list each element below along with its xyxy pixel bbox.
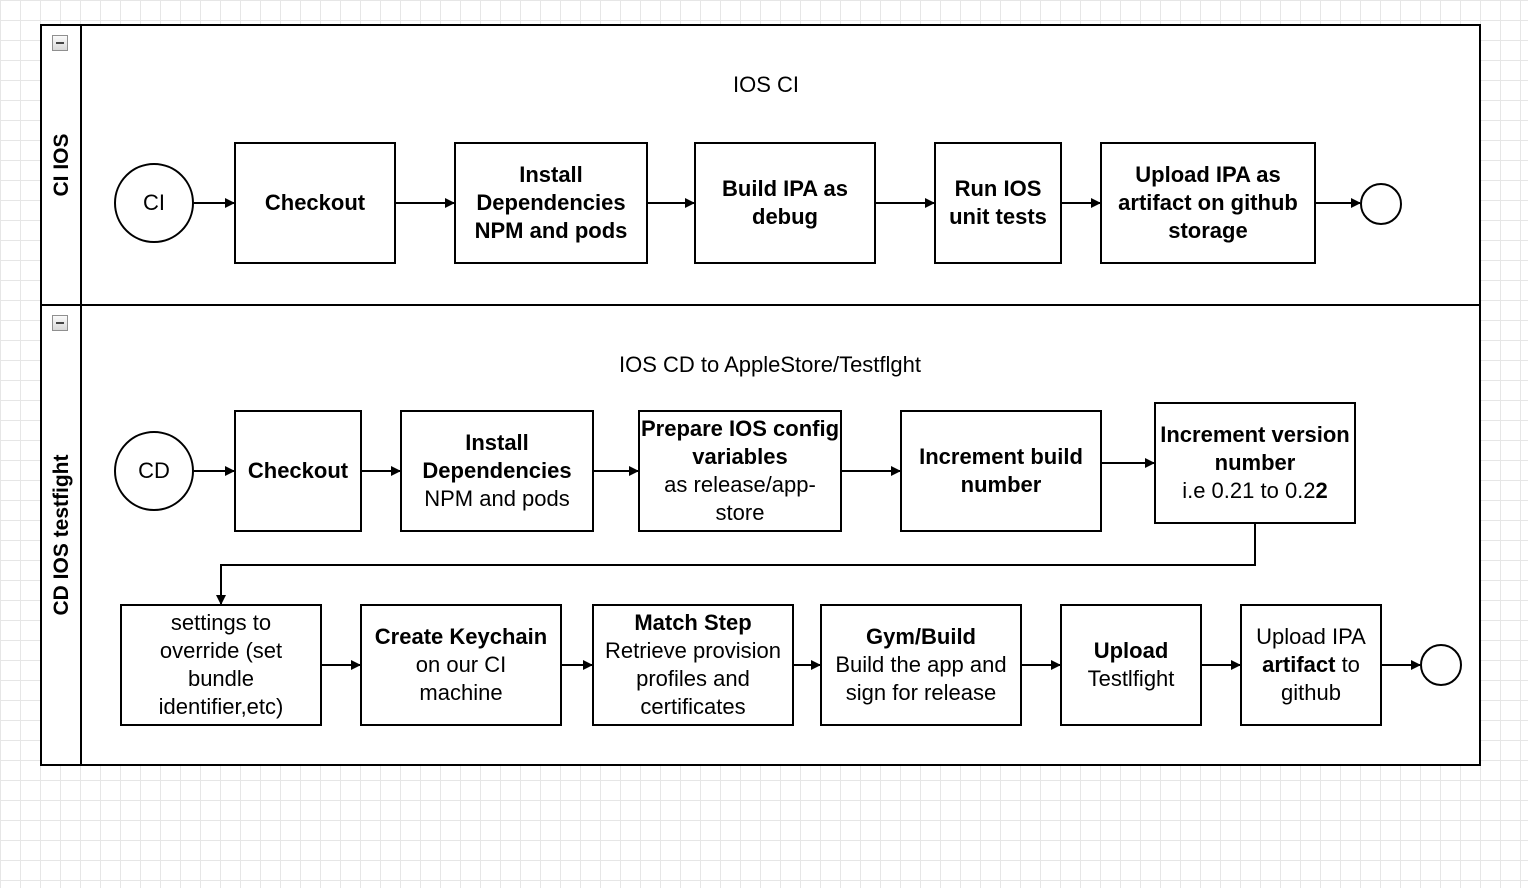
artifact-to: to — [1341, 652, 1360, 677]
cd-increment-build-number-step[interactable]: Increment build number — [900, 410, 1102, 532]
collapse-icon[interactable] — [52, 315, 68, 331]
artifact-line-2: artifact to — [1262, 651, 1360, 679]
ci-install-dependencies-step[interactable]: Install Dependencies NPM and pods — [454, 142, 648, 264]
step-title: Match Step — [634, 610, 752, 635]
version-body-emphasis: 2 — [1315, 478, 1328, 503]
step-label: Increment build number — [919, 444, 1083, 497]
version-body-prefix: i.e 0.21 to 0.2 — [1182, 478, 1316, 503]
artifact-emphasis: artifact — [1262, 652, 1336, 677]
cd-prepare-config-step[interactable]: Prepare IOS config variables as release/… — [638, 410, 842, 532]
step-title: Prepare IOS config variables — [640, 416, 840, 469]
step-body: i.e 0.21 to 0.22 — [1182, 477, 1328, 505]
cd-increment-version-step[interactable]: Increment version number i.e 0.21 to 0.2… — [1154, 402, 1356, 524]
cd-start-event[interactable]: CD — [114, 431, 194, 511]
ci-run-unit-tests-step[interactable]: Run IOS unit tests — [934, 142, 1062, 264]
step-label: settings to override (set bundle identif… — [158, 610, 284, 719]
step-title: Create Keychain — [374, 624, 548, 649]
ci-start-label: CI — [143, 190, 165, 215]
ci-caption: IOS CI — [732, 72, 799, 97]
cd-install-dependencies-step[interactable]: Install Dependencies NPM and pods — [400, 410, 594, 532]
step-label: Run IOS unit tests — [949, 176, 1047, 229]
step-title: Increment version number — [1160, 422, 1350, 475]
artifact-line-1: Upload IPA — [1256, 624, 1366, 649]
step-title: Install Dependencies — [422, 430, 572, 483]
cd-settings-override-step[interactable]: settings to override (set bundle identif… — [120, 604, 322, 726]
step-body: on our CI machine — [415, 652, 507, 705]
cd-ios-lane-header: CD IOS testfight — [42, 306, 82, 764]
step-label: Install Dependencies NPM and pods — [474, 162, 628, 243]
artifact-line-3: github — [1281, 680, 1341, 705]
cd-create-keychain-step[interactable]: Create Keychain on our CI machine — [360, 604, 562, 726]
cd-end-event[interactable] — [1420, 644, 1462, 686]
cd-upload-testflight-step[interactable]: Upload Testlfight — [1060, 604, 1202, 726]
step-label: Checkout — [264, 190, 366, 215]
ci-build-ipa-step[interactable]: Build IPA as debug — [694, 142, 876, 264]
step-label: Build IPA as debug — [722, 176, 848, 229]
ci-start-event[interactable]: CI — [114, 163, 194, 243]
lane-title: CD IOS testfight — [50, 454, 73, 616]
cd-caption: IOS CD to AppleStore/Testflght — [618, 352, 922, 377]
step-label: Upload IPA as artifact on github storage — [1118, 162, 1298, 243]
step-title: Gym/Build — [865, 624, 976, 649]
cd-upload-artifact-step[interactable]: Upload IPA artifact to github — [1240, 604, 1382, 726]
step-body: Retrieve provision profiles and certific… — [604, 638, 782, 719]
step-body: as release/app-store — [664, 472, 816, 525]
ci-ios-lane-header: CI IOS — [42, 26, 82, 304]
lane-title: CI IOS — [50, 133, 73, 197]
step-body: Testlfight — [1087, 666, 1175, 691]
step-label: Checkout — [247, 458, 349, 483]
step-body: Build the app and sign for release — [835, 652, 1007, 705]
ci-upload-ipa-step[interactable]: Upload IPA as artifact on github storage — [1100, 142, 1316, 264]
cd-checkout-step[interactable]: Checkout — [234, 410, 362, 532]
cd-start-label: CD — [138, 458, 170, 483]
cd-match-step[interactable]: Match Step Retrieve provision profiles a… — [592, 604, 794, 726]
ci-checkout-step[interactable]: Checkout — [234, 142, 396, 264]
collapse-icon[interactable] — [52, 35, 68, 51]
step-body: NPM and pods — [424, 486, 570, 511]
step-title: Upload — [1093, 638, 1169, 663]
ci-end-event[interactable] — [1360, 183, 1402, 225]
cd-gym-build-step[interactable]: Gym/Build Build the app and sign for rel… — [820, 604, 1022, 726]
